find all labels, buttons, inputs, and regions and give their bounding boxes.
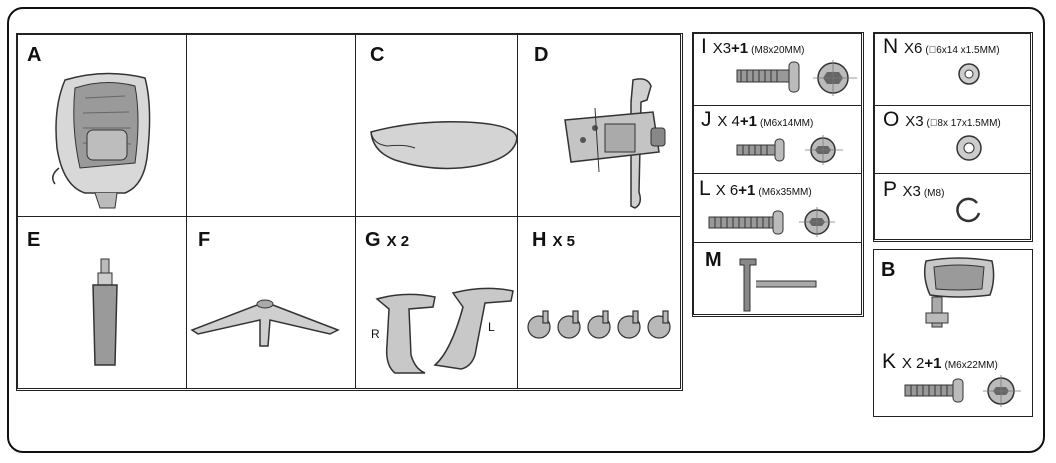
backrest-illustration <box>52 72 151 209</box>
base-illustration <box>190 299 340 347</box>
hardware-l-plus: +1 <box>738 182 756 199</box>
washers-column <box>873 32 1033 242</box>
hardware-i-plus: +1 <box>731 40 749 57</box>
part-g-qty: X 2 <box>386 233 410 250</box>
hardware-p-spec: (M8) <box>923 188 945 199</box>
part-f-label: F <box>198 229 211 251</box>
part-h-letter: H <box>532 229 547 251</box>
gas-lift-illustration <box>92 258 118 366</box>
hex-key-icon <box>739 258 817 312</box>
headrest-illustration <box>923 257 995 328</box>
hardware-i-spec: (M8x20MM) <box>751 45 805 56</box>
part-b-label: B <box>881 259 896 281</box>
part-h-cell <box>517 216 681 389</box>
hardware-p-cell <box>874 173 1031 240</box>
part-empty-cell <box>186 34 356 217</box>
seat-illustration <box>370 120 518 170</box>
part-h-label: H X 5 <box>532 230 575 252</box>
hardware-l-mul: X 6 <box>715 182 739 199</box>
split-ring-icon <box>956 197 981 223</box>
hardware-k-plus: +1 <box>924 355 942 372</box>
armrest-left-label: L <box>488 320 495 334</box>
hardware-p-letter: P <box>883 178 897 201</box>
part-h-qty: X 5 <box>552 233 575 250</box>
hardware-k-label: K X 2+1(M6x22MM) <box>882 351 998 377</box>
hardware-o-label: O X3(⃠8x 17x1.5MM) <box>883 109 1001 135</box>
hardware-j-label: J X 4+1(M6x14MM) <box>701 109 813 135</box>
hardware-o-letter: O <box>883 108 900 131</box>
hardware-n-spec: (⃠6x14 x1.5MM) <box>925 45 1000 56</box>
hardware-i-label: I X3+1(M8x20MM) <box>701 36 805 62</box>
hardware-i-mul: X3 <box>712 40 732 57</box>
hardware-l-spec: (M6x35MM) <box>758 187 812 198</box>
hardware-n-mul: X6 <box>904 40 923 57</box>
hardware-p-mul: X3 <box>902 183 921 200</box>
hardware-n-letter: N <box>883 35 899 58</box>
screw-l-icon <box>708 207 835 237</box>
hardware-j-plus: +1 <box>739 113 757 130</box>
part-m-label: M <box>705 249 722 271</box>
hardware-j-mul: X 4 <box>717 113 740 130</box>
armrest-right-label: R <box>371 327 380 341</box>
hardware-p-label: P X3(M8) <box>883 179 944 205</box>
hardware-k-spec: (M6x22MM) <box>944 360 998 371</box>
hardware-k-letter: K <box>882 350 897 373</box>
hardware-j-spec: (M6x14MM) <box>759 118 814 129</box>
hardware-n-label: N X6(⃠6x14 x1.5MM) <box>883 36 1000 62</box>
screw-i-icon <box>736 60 857 96</box>
outer-frame <box>7 7 1045 453</box>
part-e-label: E <box>27 229 41 251</box>
screw-k-icon <box>904 375 1021 407</box>
washer-o-icon <box>956 135 982 161</box>
part-g-label: G X 2 <box>365 230 409 252</box>
hardware-j-letter: J <box>701 108 712 131</box>
part-m-cell <box>693 242 862 315</box>
part-a-label: A <box>27 44 42 66</box>
hardware-l-label: L X 6+1(M6x35MM) <box>699 178 812 204</box>
mechanism-illustration <box>564 78 666 209</box>
screw-j-icon <box>736 135 843 165</box>
hardware-i-letter: I <box>701 35 707 58</box>
part-d-label: D <box>534 44 549 66</box>
part-c-label: C <box>370 44 385 66</box>
washer-n-icon <box>958 63 980 85</box>
armrests-illustration <box>375 287 514 374</box>
hardware-o-spec: (⃠8x 17x1.5MM) <box>926 118 1001 129</box>
casters-illustration <box>527 310 671 339</box>
part-g-letter: G <box>365 229 381 251</box>
hardware-l-letter: L <box>699 177 710 200</box>
hardware-k-mul: X 2 <box>901 355 925 372</box>
hardware-o-mul: X3 <box>905 113 924 130</box>
